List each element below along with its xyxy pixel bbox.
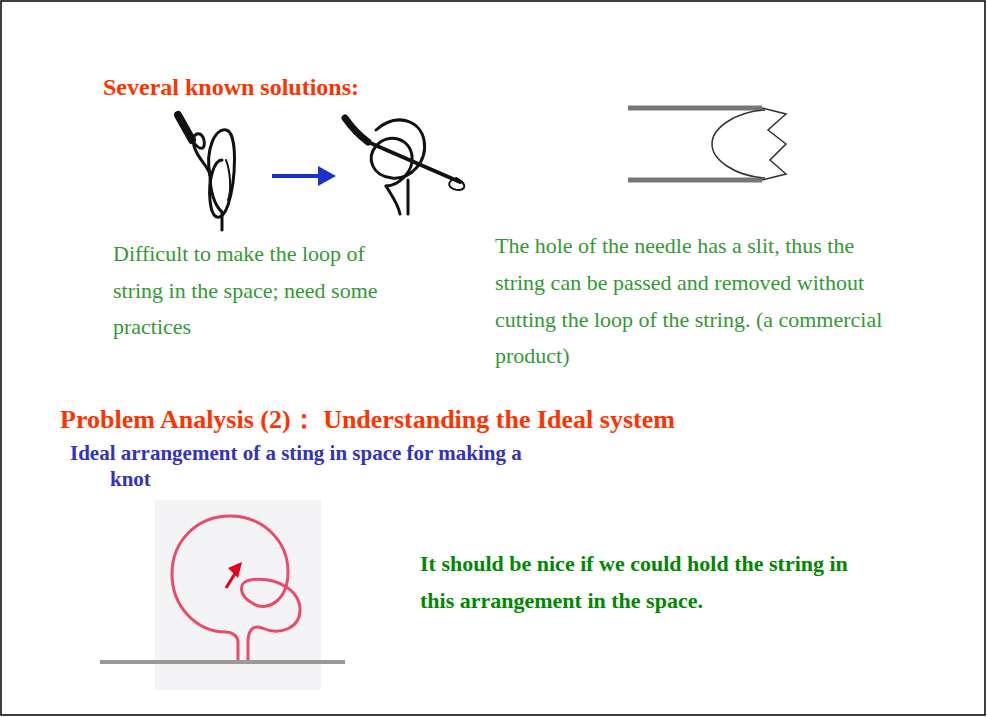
section-heading: Problem Analysis (2)： Understanding the … <box>60 404 940 436</box>
needle-loop-before <box>178 115 235 230</box>
transition-arrow <box>272 166 336 186</box>
sub-heading: Ideal arrangement of a sting in space fo… <box>70 440 550 492</box>
section-heading: Several known solutions: <box>103 72 603 102</box>
needle-loop-after <box>345 118 464 214</box>
note-text: The hole of the needle has a slit, thus … <box>495 228 890 375</box>
slit-needle-eye <box>628 108 786 180</box>
note-text: It should be nice if we could hold the s… <box>420 546 850 619</box>
ideal-loop-sketch <box>100 500 345 690</box>
note-text: Difficult to make the loop of string in … <box>113 236 385 346</box>
